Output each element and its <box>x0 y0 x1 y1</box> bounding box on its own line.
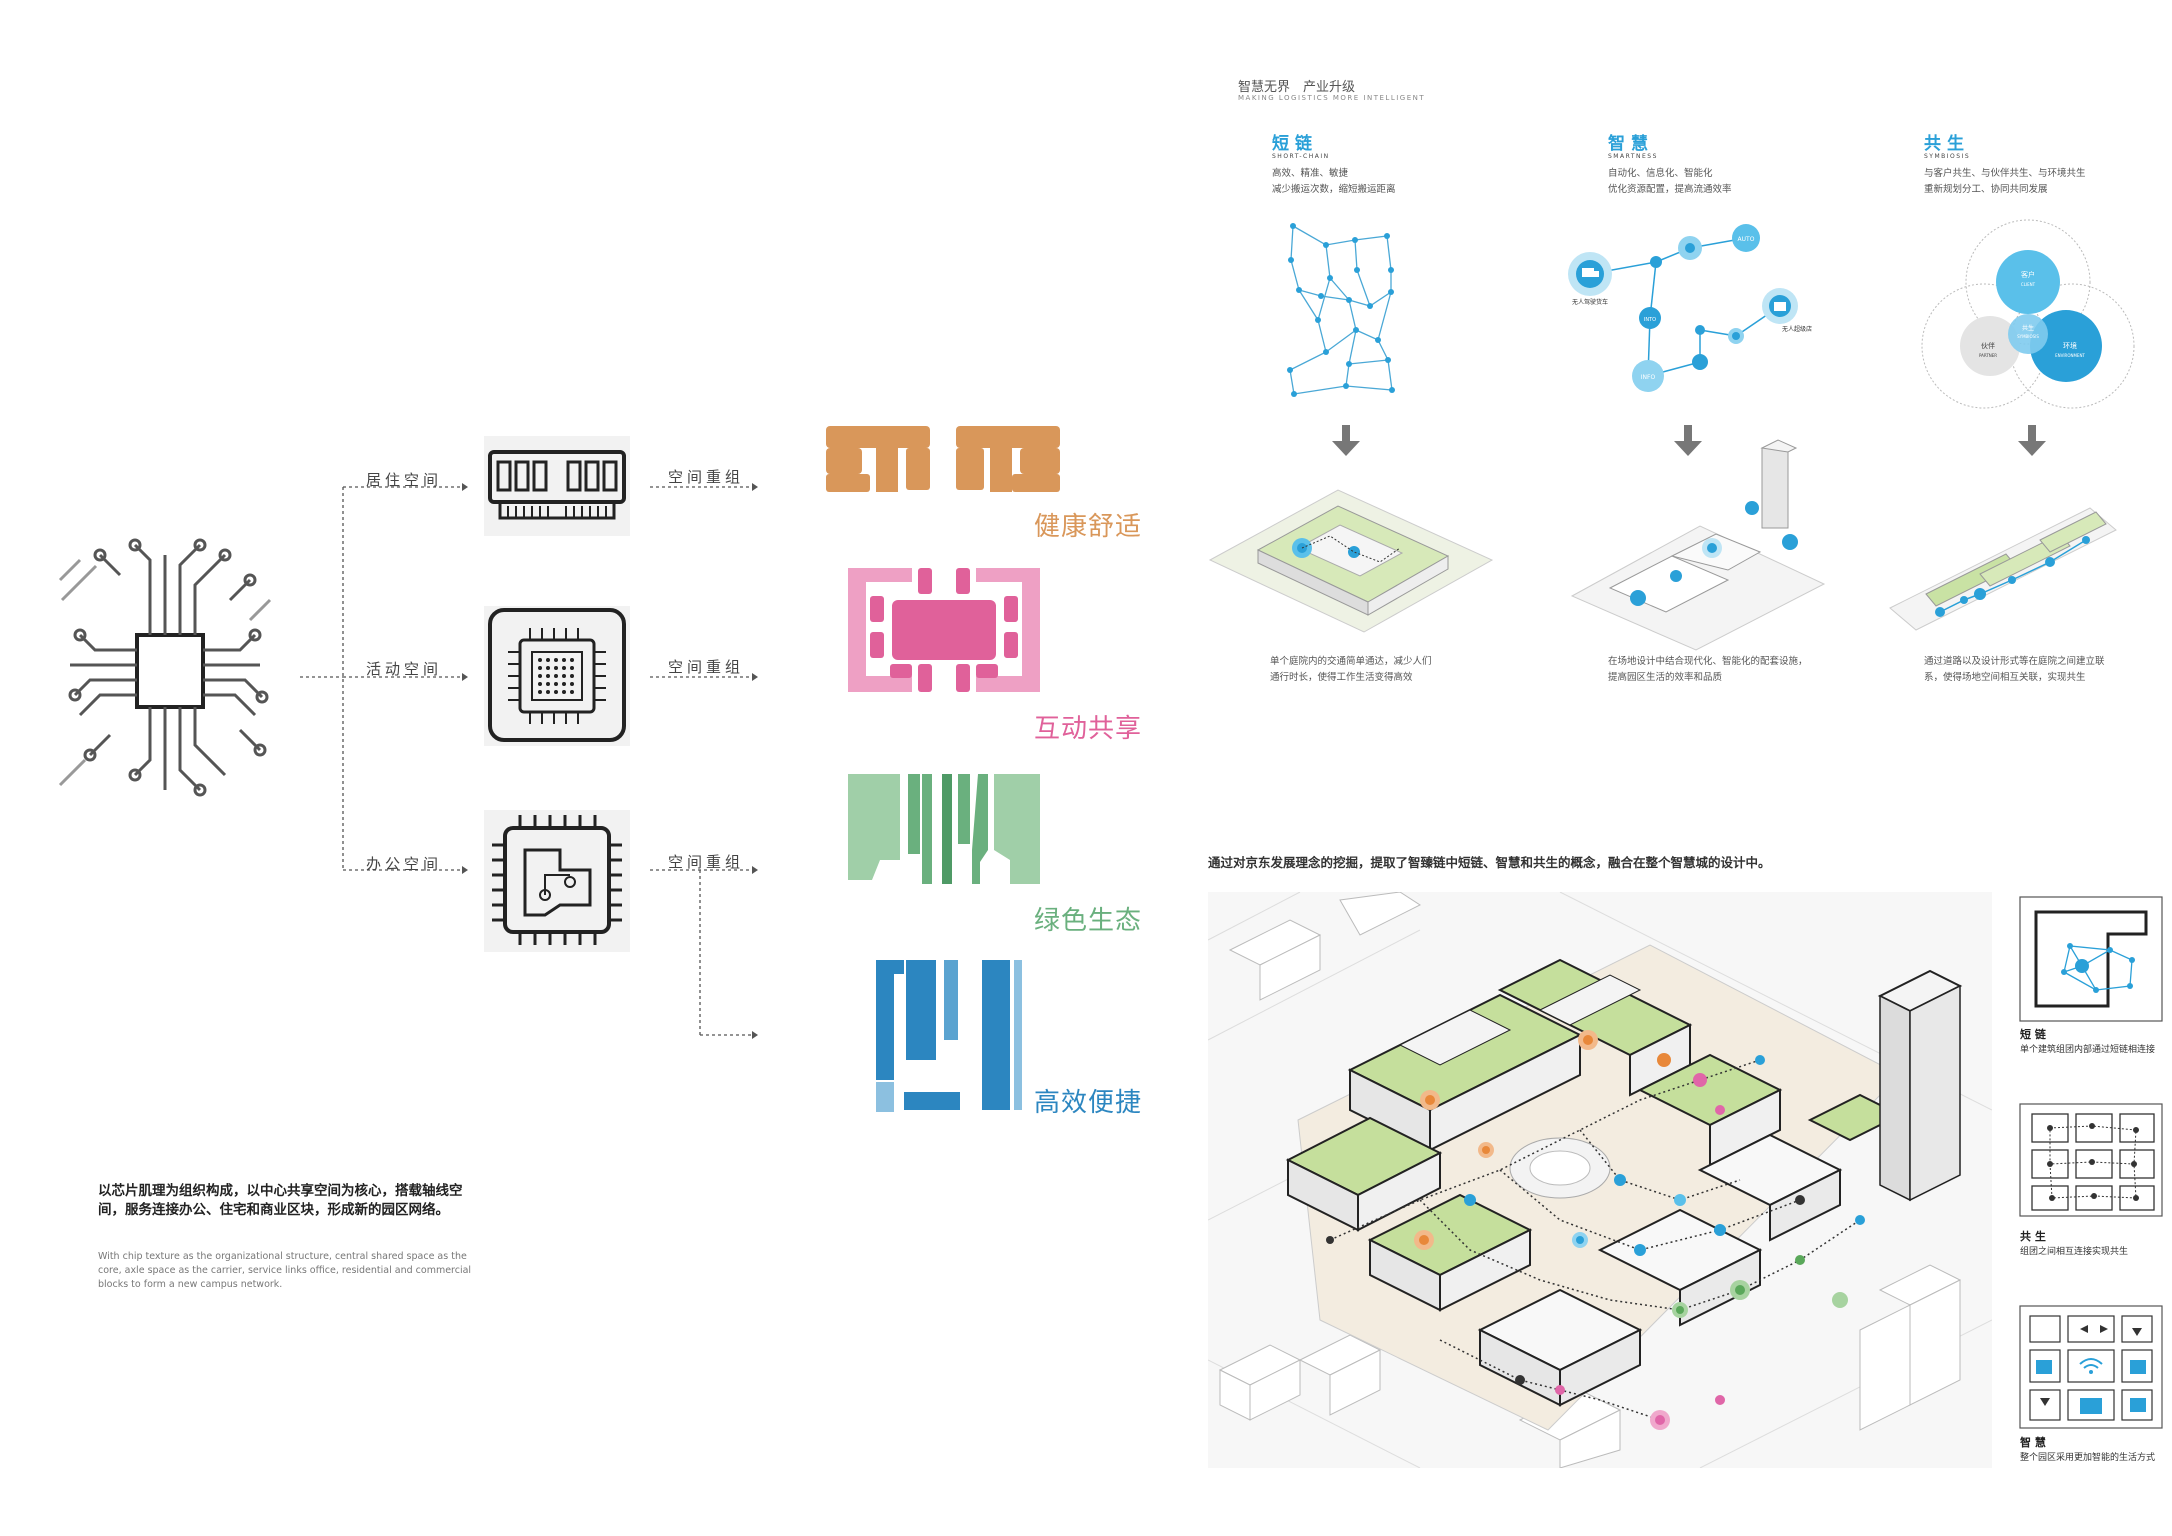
column-en-smartness: SMARTNESS <box>1608 153 1658 160</box>
theme-health: 健康舒适 <box>1034 512 1143 542</box>
cpu-chip-icon <box>484 606 630 746</box>
column-desc-short-chain: 高效、精准、敏捷减少搬运次数，缩短搬运距离 <box>1272 168 1396 195</box>
legend-title-smartness: 智 慧 <box>2020 1436 2046 1449</box>
circuit-chip-icon <box>484 810 630 952</box>
column-desc-smartness: 自动化、信息化、智能化优化资源配置，提高流通效率 <box>1608 168 1732 195</box>
column-desc-symbiosis: 与客户共生、与伙伴共生、与环境共生重新规划分工、协同共同发展 <box>1924 168 2086 195</box>
column-bottom-symbiosis: 通过道路以及设计形式等在庭院之间建立联系，使得场地空间相互关联，实现共生 <box>1924 656 2105 683</box>
column-title-symbiosis: 共生 <box>1924 134 1970 154</box>
header-cn: 智慧无界 产业升级 <box>1238 80 1356 95</box>
svg-text:ENVIRONMENT: ENVIRONMENT <box>2055 353 2085 358</box>
legend-desc-symbiosis: 组团之间相互连接实现共生 <box>2020 1247 2129 1257</box>
theme-efficiency: 高效便捷 <box>1034 1088 1143 1118</box>
column-bottom-smartness: 在场地设计中结合现代化、智能化的配套设施，提高园区生活的效率和品质 <box>1608 656 1808 683</box>
theme-interaction: 互动共享 <box>1034 714 1143 744</box>
legend-smartness <box>2019 1305 2163 1429</box>
legend-title-short-chain: 短 链 <box>2020 1028 2046 1041</box>
legend-title-symbiosis: 共 生 <box>2020 1230 2046 1243</box>
svg-text:无人超级店: 无人超级店 <box>1782 325 1812 333</box>
chip-texture-icon <box>58 538 272 797</box>
ecology-block-shape <box>848 774 1040 884</box>
interaction-block-shape <box>848 568 1040 692</box>
legend-short-chain <box>2019 896 2163 1022</box>
office-space-label: 办公空间 <box>366 855 443 873</box>
axon-mini-1 <box>1208 489 1494 633</box>
column-title-short-chain: 短链 <box>1272 134 1318 154</box>
activity-space-label: 活动空间 <box>366 660 443 678</box>
column-en-short-chain: SHORT-CHAIN <box>1272 153 1330 160</box>
svg-text:环境: 环境 <box>2063 341 2077 350</box>
symbiosis-venn: 客户 CLIENT 伙伴 PARTNER 环境 ENVIRONMENT 共生 S… <box>1921 219 2135 409</box>
svg-text:INTO: INTO <box>1644 317 1656 323</box>
reorganize-label-2: 空间重组 <box>668 658 745 676</box>
svg-text:伙伴: 伙伴 <box>1981 341 1995 350</box>
svg-text:客户: 客户 <box>2021 270 2035 279</box>
column-title-smartness: 智慧 <box>1608 134 1654 154</box>
left-description-en: With chip texture as the organizational … <box>98 1251 472 1290</box>
efficiency-block-shape <box>876 960 1022 1112</box>
short-chain-nodes <box>1287 223 1395 397</box>
svg-text:CLIENT: CLIENT <box>2021 282 2036 287</box>
svg-text:无人驾驶货车: 无人驾驶货车 <box>1572 298 1608 306</box>
header-en: MAKING LOGISTICS MORE INTELLIGENT <box>1238 94 1426 102</box>
svg-text:共生: 共生 <box>2022 324 2034 332</box>
svg-text:INFO: INFO <box>1641 374 1656 381</box>
svg-text:PARTNER: PARTNER <box>1979 353 1997 358</box>
health-block-shape <box>826 426 1060 492</box>
svg-text:AUTO: AUTO <box>1738 236 1755 243</box>
down-arrow-icons <box>1332 425 2046 456</box>
reorganize-label-3: 空间重组 <box>668 853 745 871</box>
axon-mini-3 <box>1889 507 2117 631</box>
residential-space-label: 居住空间 <box>366 471 443 489</box>
summary-text: 通过对京东发展理念的挖掘，提取了智臻链中短链、智慧和共生的概念，融合在整个智慧城… <box>1208 855 1771 870</box>
smartness-network: AUTO INTO INFO 无人驾驶货车 无人超级店 <box>1568 224 1812 392</box>
left-description-cn: 以芯片肌理为组织构成，以中心共享空间为核心，搭载轴线空间，服务连接办公、住宅和商… <box>98 1183 463 1218</box>
short-chain-network <box>1289 224 1393 395</box>
theme-ecology: 绿色生态 <box>1034 906 1143 936</box>
column-en-symbiosis: SYMBIOSIS <box>1924 153 1971 160</box>
legend-desc-smartness: 整个园区采用更加智能的生活方式 <box>2020 1453 2156 1463</box>
axon-mini-2 <box>1570 439 1826 651</box>
ram-chip-icon <box>484 436 630 536</box>
legend-desc-short-chain: 单个建筑组团内部通过短链相连接 <box>2020 1045 2156 1055</box>
svg-text:SYMBIOSIS: SYMBIOSIS <box>2017 334 2039 339</box>
reorganize-label-1: 空间重组 <box>668 468 745 486</box>
legend-symbiosis <box>2019 1103 2163 1217</box>
column-bottom-short-chain: 单个庭院内的交通简单通达，减少人们通行时长，使得工作生活变得高效 <box>1270 656 1432 683</box>
